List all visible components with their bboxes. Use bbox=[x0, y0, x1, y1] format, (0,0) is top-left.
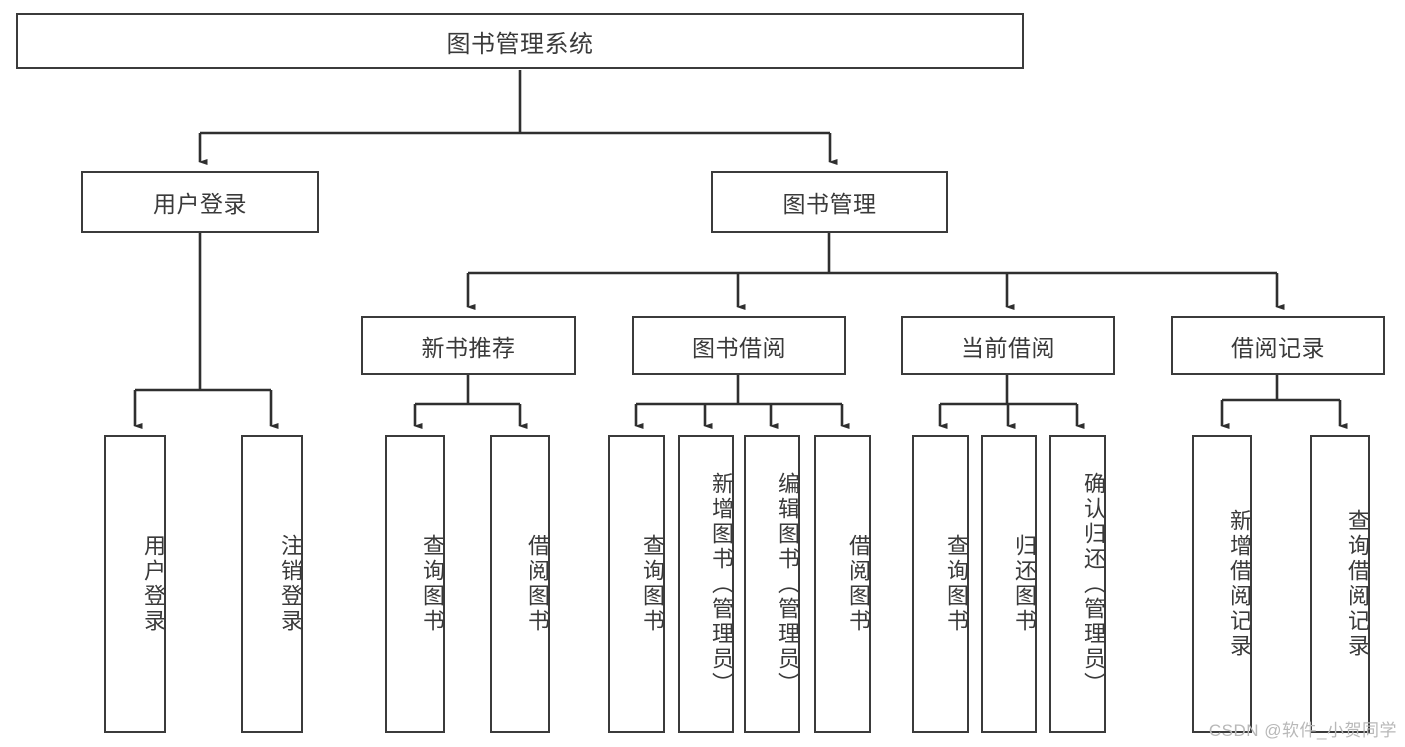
leaf-borrow-query-book[interactable]: 查询图书 bbox=[608, 435, 665, 733]
node-user-login[interactable]: 用户登录 bbox=[81, 171, 319, 233]
leaf-borrow-add-book-admin[interactable]: 新增图书（管理员） bbox=[678, 435, 734, 733]
leaf-label: 编辑图书（管理员） bbox=[775, 471, 800, 697]
leaf-label: 查询图书 bbox=[420, 534, 445, 634]
leaf-user-login-logout[interactable]: 注销登录 bbox=[241, 435, 303, 733]
node-new-book-recommend[interactable]: 新书推荐 bbox=[361, 316, 576, 375]
leaf-label: 新增借阅记录 bbox=[1227, 509, 1252, 659]
leaf-label: 借阅图书 bbox=[525, 534, 550, 634]
leaf-label: 用户登录 bbox=[141, 534, 166, 634]
leaf-label: 借阅图书 bbox=[846, 534, 871, 634]
leaf-record-query-record[interactable]: 查询借阅记录 bbox=[1310, 435, 1370, 733]
leaf-label: 查询图书 bbox=[640, 534, 665, 634]
leaf-recommend-query-book[interactable]: 查询图书 bbox=[385, 435, 445, 733]
node-borrow-record[interactable]: 借阅记录 bbox=[1171, 316, 1385, 375]
leaf-record-add-record[interactable]: 新增借阅记录 bbox=[1192, 435, 1252, 733]
node-root-system[interactable]: 图书管理系统 bbox=[16, 13, 1024, 69]
leaf-borrow-borrow-book[interactable]: 借阅图书 bbox=[814, 435, 871, 733]
watermark: CSDN @软件_小贺同学 bbox=[1208, 721, 1397, 740]
leaf-borrow-edit-book-admin[interactable]: 编辑图书（管理员） bbox=[744, 435, 800, 733]
node-book-borrow[interactable]: 图书借阅 bbox=[632, 316, 846, 375]
leaf-label: 新增图书（管理员） bbox=[709, 471, 734, 697]
node-book-management[interactable]: 图书管理 bbox=[711, 171, 948, 233]
leaf-label: 查询图书 bbox=[944, 534, 969, 634]
leaf-label: 查询借阅记录 bbox=[1345, 509, 1370, 659]
leaf-recommend-borrow-book[interactable]: 借阅图书 bbox=[490, 435, 550, 733]
node-current-borrow[interactable]: 当前借阅 bbox=[901, 316, 1115, 375]
leaf-label: 归还图书 bbox=[1012, 534, 1037, 634]
leaf-current-return-book[interactable]: 归还图书 bbox=[981, 435, 1037, 733]
leaf-label: 注销登录 bbox=[278, 534, 303, 634]
leaf-current-confirm-return-admin[interactable]: 确认归还（管理员） bbox=[1049, 435, 1106, 733]
leaf-label: 确认归还（管理员） bbox=[1081, 471, 1106, 697]
leaf-user-login-login[interactable]: 用户登录 bbox=[104, 435, 166, 733]
leaf-current-query-book[interactable]: 查询图书 bbox=[912, 435, 969, 733]
